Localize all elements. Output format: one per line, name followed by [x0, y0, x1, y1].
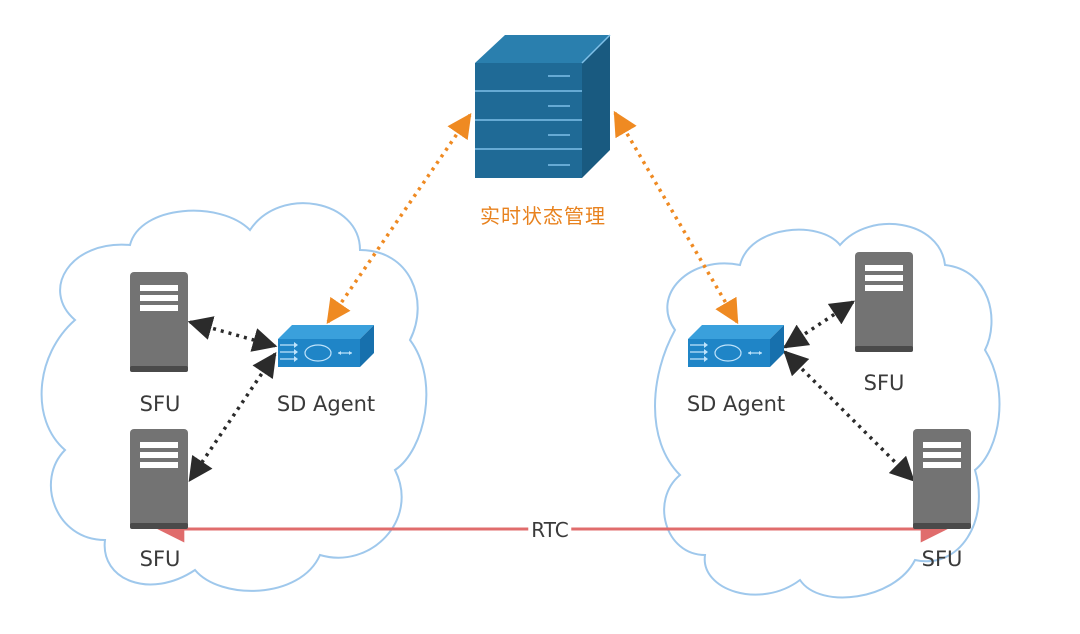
right-sfu-bottom-server-icon — [913, 429, 971, 529]
right-agent-label: SD Agent — [686, 392, 786, 416]
link-central-left-agent — [326, 112, 472, 325]
right-sd-agent-icon — [688, 325, 784, 367]
link-right-agent-sfu-top — [782, 300, 856, 349]
link-left-agent-sfu-top — [187, 316, 278, 352]
right-sfu-top-label: SFU — [863, 371, 905, 395]
left-sfu-top-server-icon — [130, 272, 188, 372]
left-sfu-top-label: SFU — [139, 392, 181, 416]
link-right-agent-sfu-bottom — [783, 350, 915, 482]
rtc-label: RTC — [528, 518, 572, 542]
database-server-icon — [475, 34, 611, 178]
left-sd-agent-icon — [278, 325, 374, 367]
left-cloud — [40, 202, 428, 592]
right-sfu-bottom-label: SFU — [921, 547, 963, 571]
right-sfu-top-server-icon — [855, 252, 913, 352]
link-left-agent-sfu-bottom — [188, 351, 277, 483]
left-sfu-bottom-label: SFU — [139, 547, 181, 571]
left-sfu-bottom-server-icon — [130, 429, 188, 529]
link-central-right-agent — [613, 110, 739, 325]
central-label: 实时状态管理 — [480, 204, 606, 228]
left-agent-label: SD Agent — [276, 392, 376, 416]
